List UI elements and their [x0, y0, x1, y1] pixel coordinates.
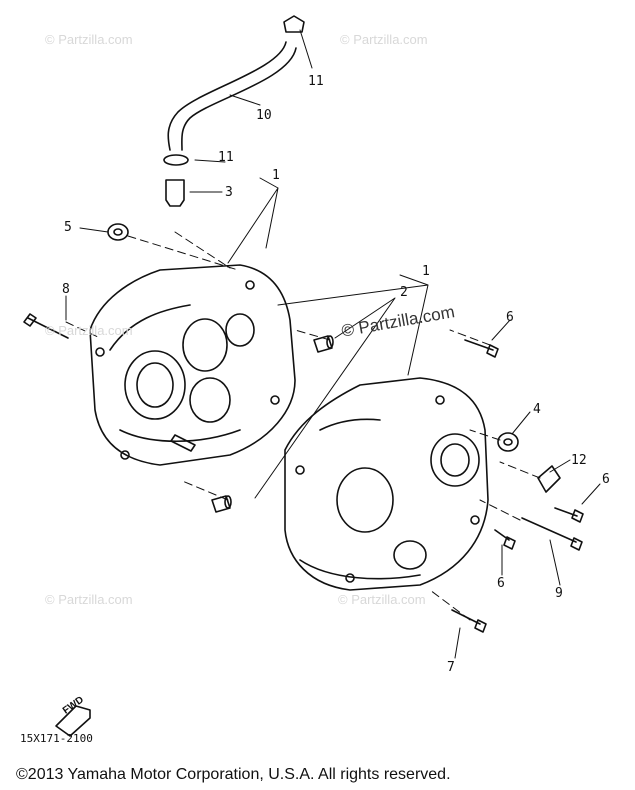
bolt-6-right [554, 507, 584, 523]
watermark: © Partzilla.com [45, 32, 133, 47]
bolt-7 [451, 609, 487, 633]
dowel-pin-lower [211, 495, 232, 513]
callout-11-top: 11 [308, 74, 324, 89]
breather-hose [167, 41, 287, 151]
callout-1-top: 1 [272, 168, 280, 183]
callout-3: 3 [225, 185, 233, 200]
bolt-9 [521, 517, 583, 551]
breather-fitting [165, 179, 185, 207]
callout-9: 9 [555, 586, 563, 601]
copyright-notice: ©2013 Yamaha Motor Corporation, U.S.A. A… [16, 766, 451, 783]
hose-clip-top [283, 15, 305, 33]
watermark: © Partzilla.com [45, 592, 133, 607]
callout-2: 2 [400, 285, 408, 300]
callout-6-bottom: 6 [497, 576, 505, 591]
washer-5 [107, 223, 129, 241]
diagram-code: 15X171-2100 [20, 732, 93, 745]
callout-6-right: 6 [602, 472, 610, 487]
callout-11-mid: 11 [218, 150, 234, 165]
callout-5: 5 [64, 220, 72, 235]
callout-12: 12 [571, 453, 587, 468]
callout-7: 7 [447, 660, 455, 675]
right-crankcase-half [284, 377, 489, 591]
callout-1-right: 1 [422, 264, 430, 279]
hose-clip-mid [163, 154, 189, 166]
left-crankcase-half [89, 264, 296, 466]
bolt-8 [23, 313, 69, 339]
washer-4 [497, 432, 519, 452]
callout-8: 8 [62, 282, 70, 297]
fwd-arrow [55, 705, 91, 737]
bolt-6-top [464, 339, 499, 358]
bracket-12 [537, 465, 561, 493]
callout-6-top: 6 [506, 310, 514, 325]
watermark: © Partzilla.com [338, 592, 426, 607]
dowel-pin-upper [313, 335, 334, 353]
callout-4: 4 [533, 402, 541, 417]
watermark: © Partzilla.com [45, 323, 133, 338]
bolt-6-bottom [494, 529, 516, 550]
watermark: © Partzilla.com [340, 32, 428, 47]
callout-10: 10 [256, 108, 272, 123]
